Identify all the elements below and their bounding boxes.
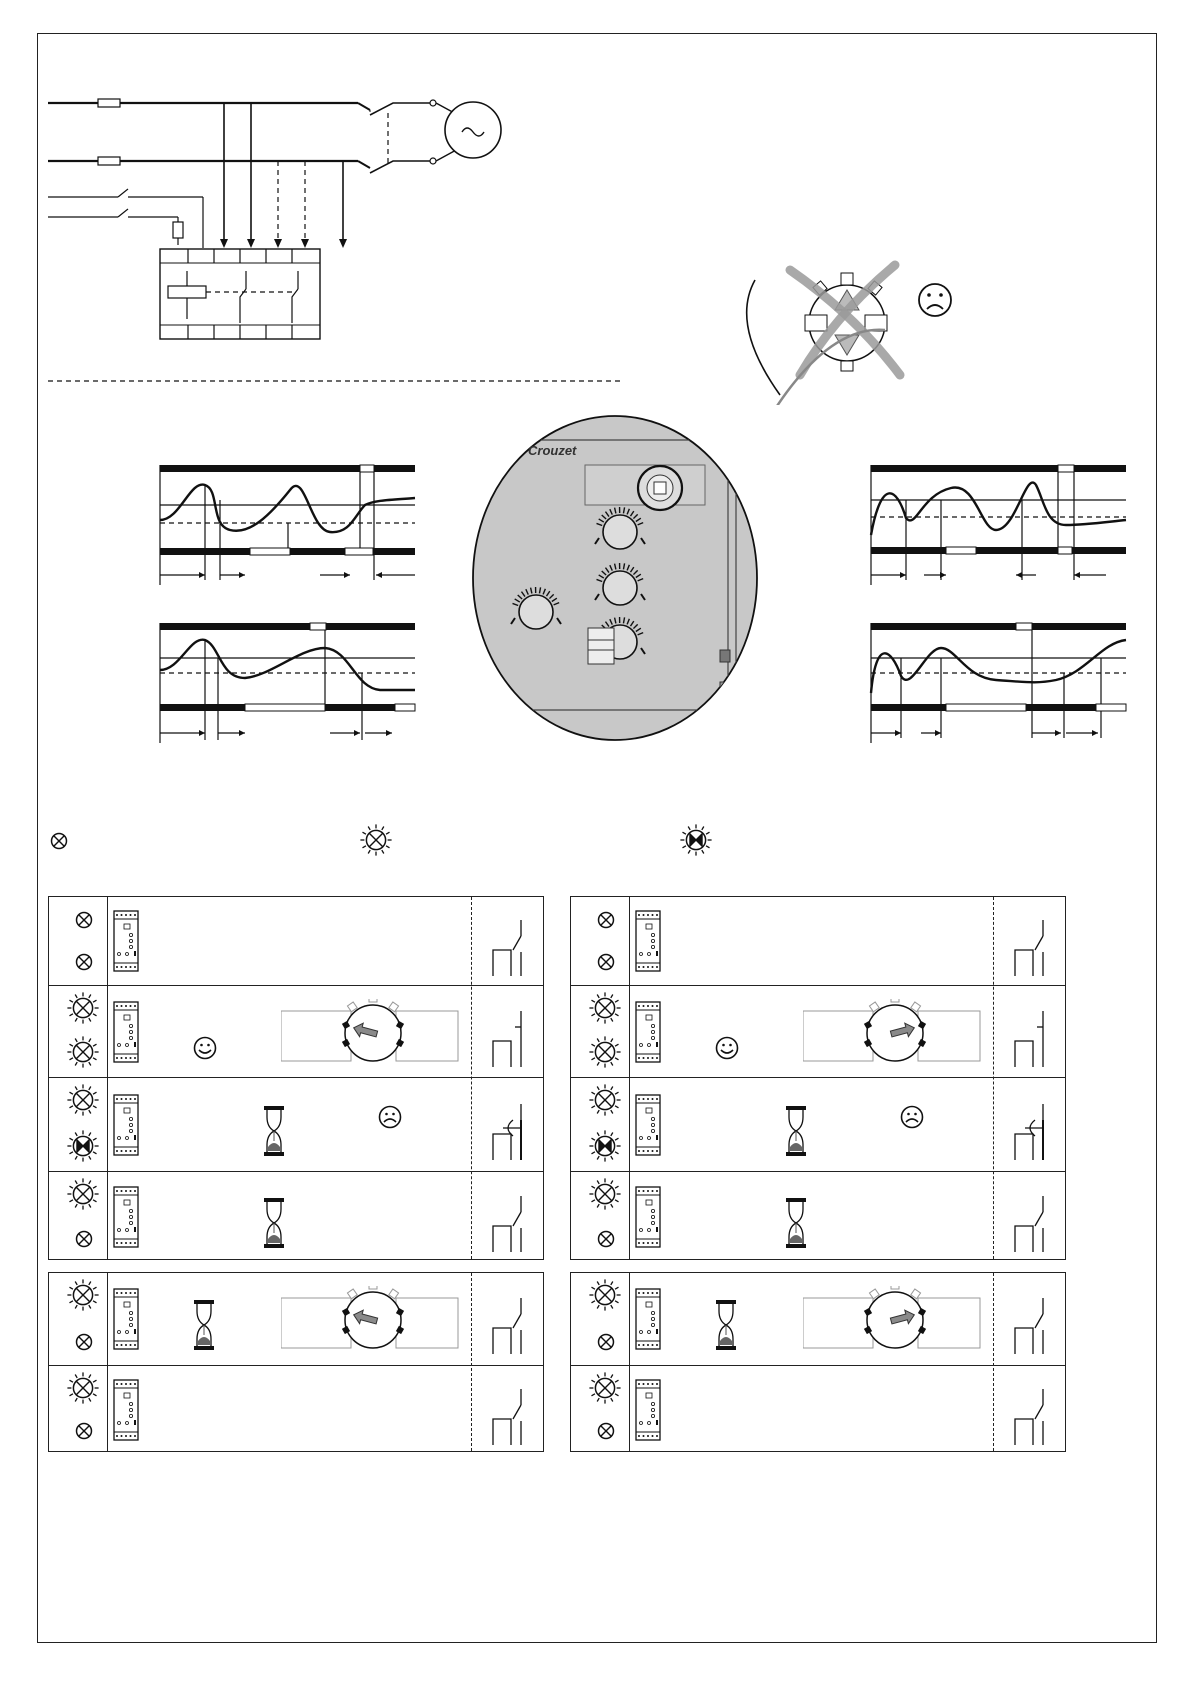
relay-contact-icon [1013,1385,1049,1447]
sunburst-lamp-icon [589,1279,621,1311]
relay-module-icon [113,1094,140,1157]
wrong-adjustment-figure [695,255,965,405]
sunburst-bowtie-lamp-icon [680,824,712,856]
relay-module-icon [635,910,662,973]
table-row [49,1077,543,1172]
hourglass-icon [263,1105,285,1157]
sunburst-bowtie-lamp-icon [589,1130,621,1162]
legend-item-fault [680,824,712,856]
relay-contact-icon [491,1192,527,1254]
sunburst-lamp-icon [589,1036,621,1068]
circle-x-icon [595,1331,617,1353]
waveform-chart-4 [866,618,1146,748]
relay-contact-icon [491,1385,527,1447]
circle-x-icon [73,909,95,931]
sunburst-lamp-icon [67,992,99,1024]
relay-module-icon [113,1379,140,1442]
waveform-chart-1 [150,460,430,590]
sunburst-lamp-icon [589,1178,621,1210]
table-row [571,1077,1065,1172]
circle-x-icon [595,1228,617,1250]
dial-knob-icon[interactable] [638,466,682,510]
relay-module-icon [113,1001,140,1064]
dial-knob-icon[interactable] [281,1286,461,1352]
circle-x-icon [595,951,617,973]
relay-module-icon [113,910,140,973]
state-table-panel [570,896,1066,1260]
relay-contact-icon [491,916,527,978]
brand-logo: Crouzet [528,443,577,458]
sunburst-lamp-icon [589,1084,621,1116]
dial-knob-icon[interactable] [803,999,983,1065]
relay-module-icon [635,1186,662,1249]
sunburst-lamp-icon [67,1036,99,1068]
legend-item-on [360,824,392,856]
legend-item-off [48,830,70,852]
table-row [571,985,1065,1078]
sad-face-icon [378,1105,402,1129]
relay-contact-icon [491,1294,527,1356]
dial-knob-icon[interactable] [803,1286,983,1352]
sad-face-icon [900,1105,924,1129]
smiley-face-icon [715,1036,739,1060]
waveform-chart-3 [866,460,1146,590]
sad-face-icon [919,284,951,316]
sunburst-lamp-icon [360,824,392,856]
ac-motor-icon [445,102,501,158]
hourglass-icon [263,1197,285,1249]
circle-x-icon [595,909,617,931]
relay-module-icon [635,1379,662,1442]
wiring-diagram [48,85,628,385]
table-row [49,897,543,985]
sunburst-lamp-icon [589,1372,621,1404]
hourglass-icon [785,1197,807,1249]
relay-module-icon [635,1001,662,1064]
state-table-panel [48,1272,544,1452]
relay-contact-icon [1013,1100,1049,1162]
circle-x-icon [73,1228,95,1250]
hourglass-icon [715,1299,737,1351]
state-table-panel [48,896,544,1260]
sunburst-lamp-icon [589,992,621,1024]
relay-module-icon [113,1186,140,1249]
sunburst-bowtie-lamp-icon [67,1130,99,1162]
relay-module-icon [635,1288,662,1351]
relay-contact-icon [491,1100,527,1162]
table-row [49,1171,543,1262]
table-row [49,1273,543,1365]
circle-x-icon [73,951,95,973]
state-table-panel [570,1272,1066,1452]
relay-module-icon [635,1094,662,1157]
hourglass-icon [193,1299,215,1351]
dial-knob-icon[interactable] [281,999,461,1065]
circle-x-icon [595,1420,617,1442]
relay-contact-icon [1013,1294,1049,1356]
relay-contact-icon [491,1007,527,1069]
sunburst-lamp-icon [67,1178,99,1210]
circle-x-icon [48,830,70,852]
table-row [571,1365,1065,1454]
circle-x-icon [73,1420,95,1442]
table-row [571,897,1065,985]
circle-x-icon [73,1331,95,1353]
sunburst-lamp-icon [67,1279,99,1311]
relay-contact-icon [1013,916,1049,978]
table-row [571,1273,1065,1365]
relay-module-icon [113,1288,140,1351]
relay-front-panel: Crouzet [470,410,770,750]
sunburst-lamp-icon [67,1372,99,1404]
table-row [571,1171,1065,1262]
table-row [49,1365,543,1454]
relay-contact-icon [1013,1192,1049,1254]
relay-contact-icon [1013,1007,1049,1069]
smiley-face-icon [193,1036,217,1060]
hourglass-icon [785,1105,807,1157]
table-row [49,985,543,1078]
sunburst-lamp-icon [67,1084,99,1116]
waveform-chart-2 [150,618,430,748]
